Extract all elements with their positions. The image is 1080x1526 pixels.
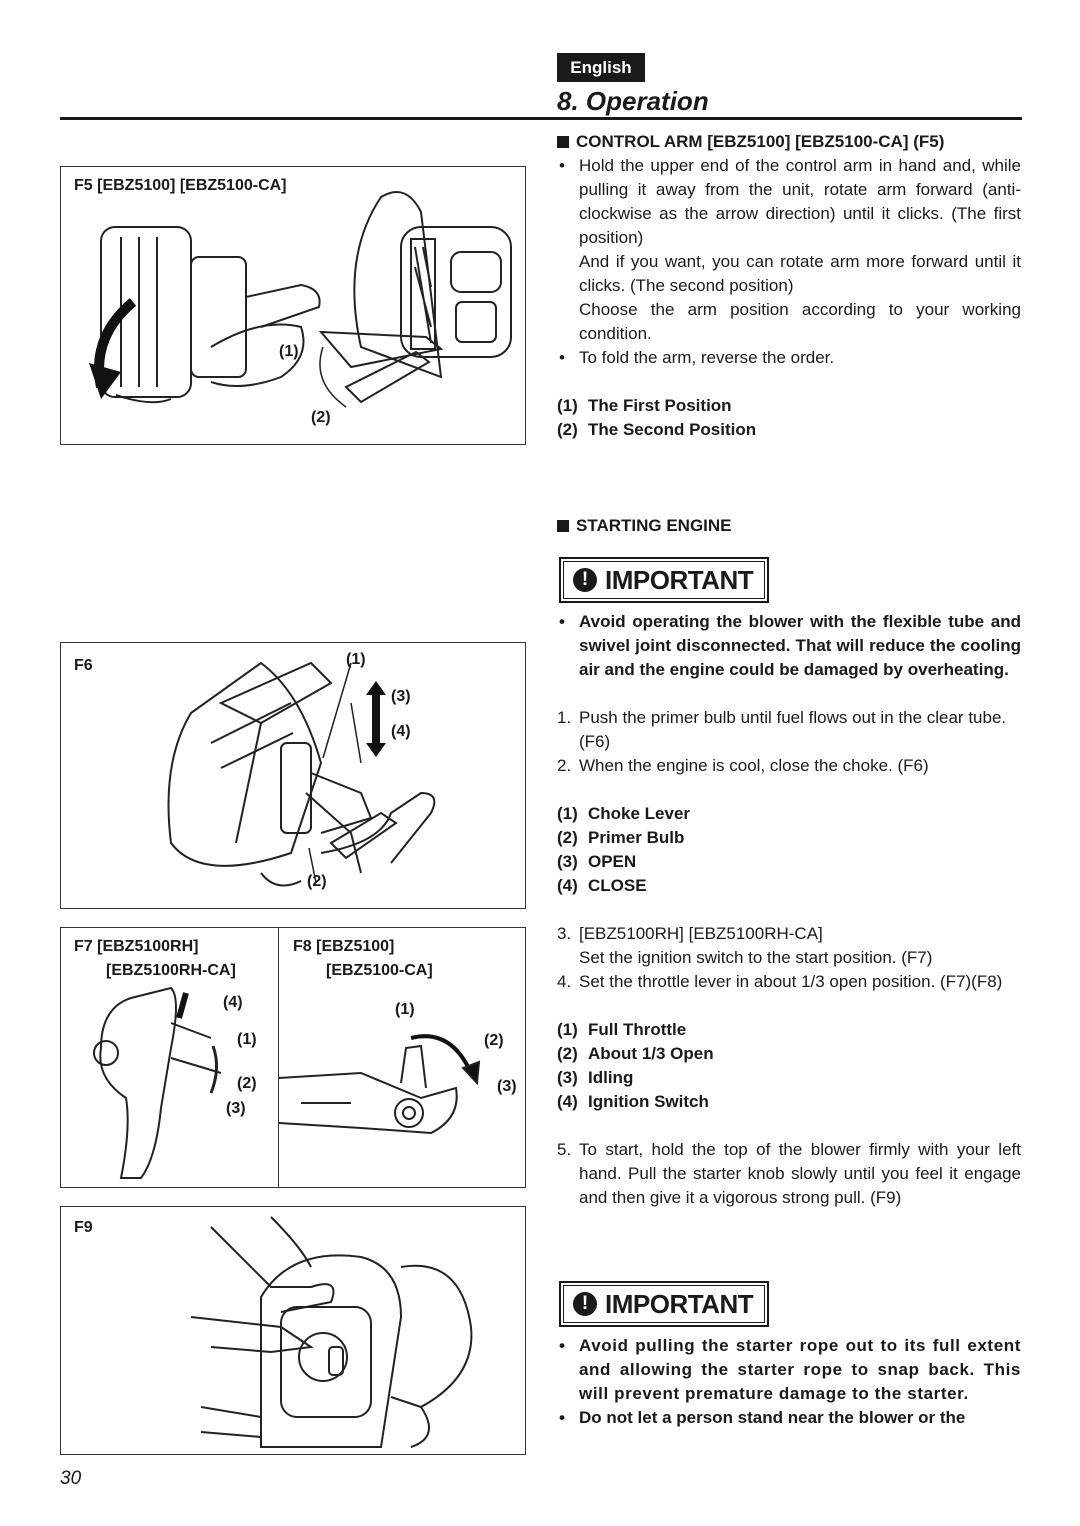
starting-engine-heading: STARTING ENGINE: [557, 514, 1021, 538]
f7-callout-1: (1): [237, 1031, 257, 1048]
header-rule: [60, 117, 1022, 120]
control-arm-bullet-2: To fold the arm, reverse the order.: [557, 346, 1021, 370]
figure-f7-label-1: F7 [EBZ5100RH]: [74, 938, 199, 955]
f5-callout-2: (2): [311, 409, 331, 426]
control-arm-bullet-1b: And if you want, you can rotate arm more…: [579, 252, 1021, 295]
figure-f8-label-1: F8 [EBZ5100]: [293, 938, 395, 955]
f6-callout-3: (3): [391, 688, 411, 705]
f5-callout-1: (1): [279, 343, 299, 360]
language-tab: English: [557, 53, 645, 82]
legend-item: (3)OPEN: [557, 852, 637, 871]
f7-callout-4: (4): [223, 994, 243, 1011]
f8-callout-2: (2): [484, 1032, 504, 1049]
step-3-detail: Set the ignition switch to the start pos…: [579, 948, 933, 967]
figure-divider: [278, 928, 279, 1187]
legend-item: (1)Choke Lever: [557, 804, 691, 823]
important-note-2a: Avoid pulling the starter rope out to it…: [557, 1334, 1021, 1406]
control-arm-bullet-1c: Choose the arm position according to you…: [579, 300, 1021, 343]
figure-f8-label-2: [EBZ5100-CA]: [326, 962, 433, 979]
heading-square-icon: [557, 136, 569, 148]
primer-choke-illustration: [167, 661, 436, 887]
throttle-illustration: [93, 986, 481, 1179]
control-arm-heading: CONTROL ARM [EBZ5100] [EBZ5100-CA] (F5): [557, 130, 1021, 154]
starting-engine-heading-block: STARTING ENGINE: [557, 514, 1021, 538]
legend-item: (3)Idling: [557, 1068, 634, 1087]
important-box-1: ! IMPORTANT: [559, 557, 769, 603]
f6-callout-1: (1): [346, 651, 366, 668]
figure-f5: F5 [EBZ5100] [EBZ5100-CA] (1) (2): [60, 166, 526, 445]
exclamation-icon: !: [573, 1292, 597, 1316]
figure-f7-f8: F7 [EBZ5100RH] [EBZ5100RH-CA] F8 [EBZ510…: [60, 927, 526, 1188]
exclamation-icon: !: [573, 568, 597, 592]
legend-item: (1)Full Throttle: [557, 1020, 687, 1039]
figure-f6: F6 (1) (3) (4) (2): [60, 642, 526, 909]
legend-item: (2)The Second Position: [557, 420, 757, 439]
starting-engine-body: Avoid operating the blower with the flex…: [557, 610, 1021, 1210]
legend-item: (1)The First Position: [557, 396, 732, 415]
control-arm-section: CONTROL ARM [EBZ5100] [EBZ5100-CA] (F5) …: [557, 130, 1021, 442]
f7-callout-2: (2): [237, 1075, 257, 1092]
important-note-1: Avoid operating the blower with the flex…: [557, 610, 1021, 682]
step-2: 2.When the engine is cool, close the cho…: [557, 756, 929, 775]
figure-f9: F9: [60, 1206, 526, 1455]
control-arm-bullet-1: Hold the upper end of the control arm in…: [557, 154, 1021, 250]
important-label: IMPORTANT: [605, 565, 754, 595]
important-label: IMPORTANT: [605, 1289, 754, 1319]
legend-item: (4)Ignition Switch: [557, 1092, 709, 1111]
page-number: 30: [60, 1468, 82, 1489]
f6-callout-2: (2): [307, 873, 327, 890]
step-4: 4.Set the throttle lever in about 1/3 op…: [557, 972, 1003, 991]
legend-item: (4)CLOSE: [557, 876, 647, 895]
important-note-2b: Do not let a person stand near the blowe…: [557, 1406, 1021, 1430]
heading-square-icon: [557, 520, 569, 532]
figure-f5-label: F5 [EBZ5100] [EBZ5100-CA]: [74, 177, 287, 194]
legend-item: (2)About 1/3 Open: [557, 1044, 714, 1063]
section-title: 8. Operation: [557, 86, 709, 116]
figure-f7-label-2: [EBZ5100RH-CA]: [106, 962, 236, 979]
important-notes-2: Avoid pulling the starter rope out to it…: [557, 1334, 1021, 1430]
legend-item: (2)Primer Bulb: [557, 828, 685, 847]
f6-callout-4: (4): [391, 723, 411, 740]
f8-callout-3: (3): [497, 1078, 517, 1095]
control-arm-illustration: [89, 191, 512, 408]
step-5: 5.To start, hold the top of the blower f…: [557, 1140, 1021, 1207]
important-box-2: ! IMPORTANT: [559, 1281, 769, 1327]
step-1: 1.Push the primer bulb until fuel flows …: [557, 708, 1007, 751]
starting-blower-illustration: [190, 1216, 473, 1448]
step-3: 3.[EBZ5100RH] [EBZ5100RH-CA]: [557, 924, 823, 943]
figure-f9-label: F9: [74, 1219, 93, 1236]
f8-callout-1: (1): [395, 1001, 415, 1018]
f7-callout-3: (3): [226, 1100, 246, 1117]
figure-f6-label: F6: [74, 657, 93, 674]
